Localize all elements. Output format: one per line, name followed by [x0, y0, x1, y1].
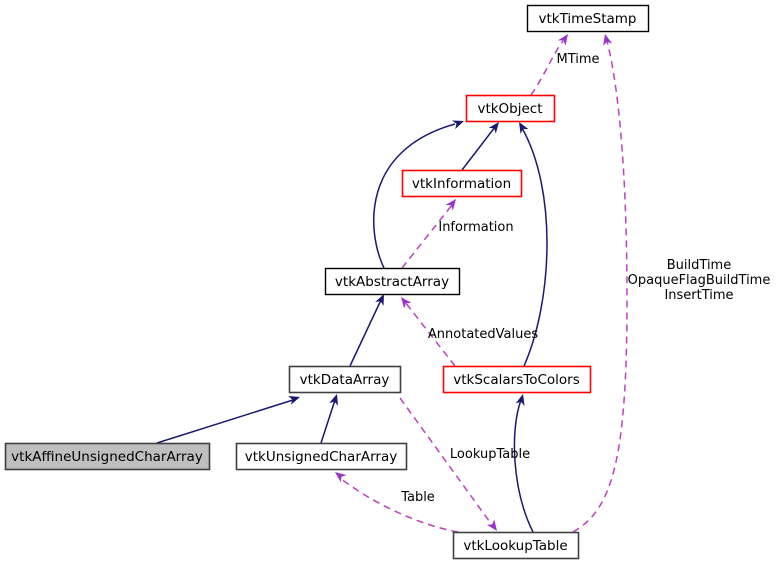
edge-line-inheritance	[349, 299, 382, 367]
class-node-label: vtkUnsignedCharArray	[245, 449, 398, 465]
class-node-box[interactable]	[442, 365, 592, 394]
class-node-vtk-affine-unsigned-char-array[interactable]: vtkAffineUnsignedCharArray	[4, 442, 211, 471]
edge-label-scalarstocolors-annotatedvalues-abstractarray: AnnotatedValues	[428, 327, 538, 342]
class-node-box[interactable]	[526, 4, 650, 33]
class-node-box[interactable]	[465, 94, 556, 123]
class-node-vtk-data-array[interactable]: vtkDataArray	[288, 365, 402, 394]
arrowhead-inheritance	[488, 122, 499, 134]
class-node-label: vtkInformation	[412, 176, 511, 192]
edge-line-inheritance	[461, 126, 496, 171]
edge-line-inheritance	[156, 399, 294, 444]
edge-information-to-object	[461, 122, 499, 171]
edge-line-inheritance	[372, 123, 456, 269]
edge-abstractarray-information	[401, 199, 456, 269]
edges-layer	[156, 34, 628, 533]
edge-unsignedchararray-to-dataarray	[320, 394, 338, 444]
edge-label-abstractarray-information: Information	[438, 220, 513, 235]
edge-affineunsignedchararray-to-dataarray	[156, 396, 300, 444]
edge-line-association	[572, 40, 628, 533]
edge-lookuptable-to-scalarstocolors	[513, 394, 534, 533]
edge-dataarray-to-abstractarray	[349, 294, 384, 367]
edge-label-line: MTime	[556, 52, 599, 67]
arrowhead-association	[401, 297, 412, 309]
edge-label-lookuptable-table-unsignedchararray: Table	[400, 490, 435, 505]
class-node-label: vtkTimeStamp	[539, 11, 637, 27]
edge-label-line: Table	[400, 490, 435, 505]
edge-label-lookuptable-lookuptable-dataarray: LookupTable	[450, 447, 530, 462]
edge-label-line: InsertTime	[664, 288, 733, 303]
edge-line-association	[404, 301, 456, 367]
class-node-box[interactable]	[452, 531, 580, 560]
edge-abstractarray-to-object	[372, 120, 464, 269]
arrowhead-inheritance	[515, 394, 525, 406]
edge-line-association	[339, 477, 459, 533]
edge-object-mtime-timestamp	[530, 34, 568, 96]
class-node-label: vtkObject	[477, 101, 542, 117]
class-node-vtk-abstract-array[interactable]: vtkAbstractArray	[324, 267, 461, 296]
edge-line-association	[530, 40, 564, 96]
edge-lookuptable-lookuptable-dataarray	[399, 397, 497, 531]
edge-line-association	[399, 397, 493, 526]
arrowhead-inheritance	[375, 294, 384, 306]
class-node-box[interactable]	[4, 442, 211, 471]
arrowhead-inheritance	[519, 122, 529, 134]
arrowhead-association	[486, 519, 497, 531]
class-node-vtk-time-stamp[interactable]: vtkTimeStamp	[526, 4, 650, 33]
class-node-vtk-scalars-to-colors[interactable]: vtkScalarsToColors	[442, 365, 592, 394]
class-node-label: vtkLookupTable	[463, 538, 567, 554]
class-node-box[interactable]	[401, 169, 523, 198]
class-node-label: vtkAffineUnsignedCharArray	[11, 449, 203, 465]
arrowhead-association	[335, 472, 347, 483]
class-node-label: vtkScalarsToColors	[453, 372, 579, 388]
class-node-label: vtkAbstractArray	[335, 274, 449, 290]
class-node-vtk-unsigned-char-array[interactable]: vtkUnsignedCharArray	[235, 442, 408, 471]
arrowhead-inheritance	[329, 394, 338, 406]
class-node-box[interactable]	[324, 267, 461, 296]
arrowhead-association	[603, 34, 613, 46]
edge-line-inheritance	[521, 127, 548, 367]
nodes-layer: vtkTimeStamp vtkObject vtkInformation vtkAb…	[4, 4, 650, 560]
edge-scalarstocolors-to-object	[519, 122, 548, 367]
arrowhead-association	[557, 34, 568, 46]
edge-label-object-mtime-timestamp: MTime	[556, 52, 599, 67]
arrowhead-association	[445, 199, 456, 211]
edge-lookuptable-times-timestamp	[572, 34, 628, 533]
class-node-vtk-lookup-table[interactable]: vtkLookupTable	[452, 531, 580, 560]
edge-label-line: LookupTable	[450, 447, 530, 462]
class-node-vtk-information[interactable]: vtkInformation	[401, 169, 523, 198]
edge-scalarstocolors-annotatedvalues-abstractarray	[401, 297, 456, 367]
edge-line-inheritance	[513, 399, 534, 533]
arrowhead-inheritance	[452, 120, 464, 130]
class-node-box[interactable]	[288, 365, 402, 394]
class-node-box[interactable]	[235, 442, 408, 471]
class-node-label: vtkDataArray	[300, 372, 390, 388]
edge-label-line: OpaqueFlagBuildTime	[628, 273, 771, 288]
class-node-vtk-object[interactable]: vtkObject	[465, 94, 556, 123]
edge-line-inheritance	[320, 399, 336, 444]
edge-label-line: AnnotatedValues	[428, 327, 538, 342]
edge-line-association	[401, 204, 453, 269]
edge-label-line: BuildTime	[667, 258, 731, 273]
edge-lookuptable-table-unsignedchararray	[335, 472, 459, 533]
edge-label-line: Information	[438, 220, 513, 235]
arrowhead-inheritance	[288, 396, 300, 405]
